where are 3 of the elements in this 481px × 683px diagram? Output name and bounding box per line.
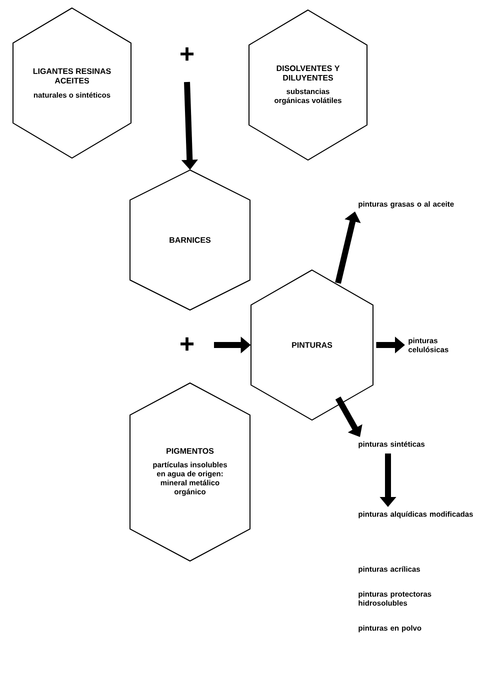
arrow [335,396,362,437]
plus-sign: + [180,47,194,61]
plus-sign: + [180,337,194,351]
